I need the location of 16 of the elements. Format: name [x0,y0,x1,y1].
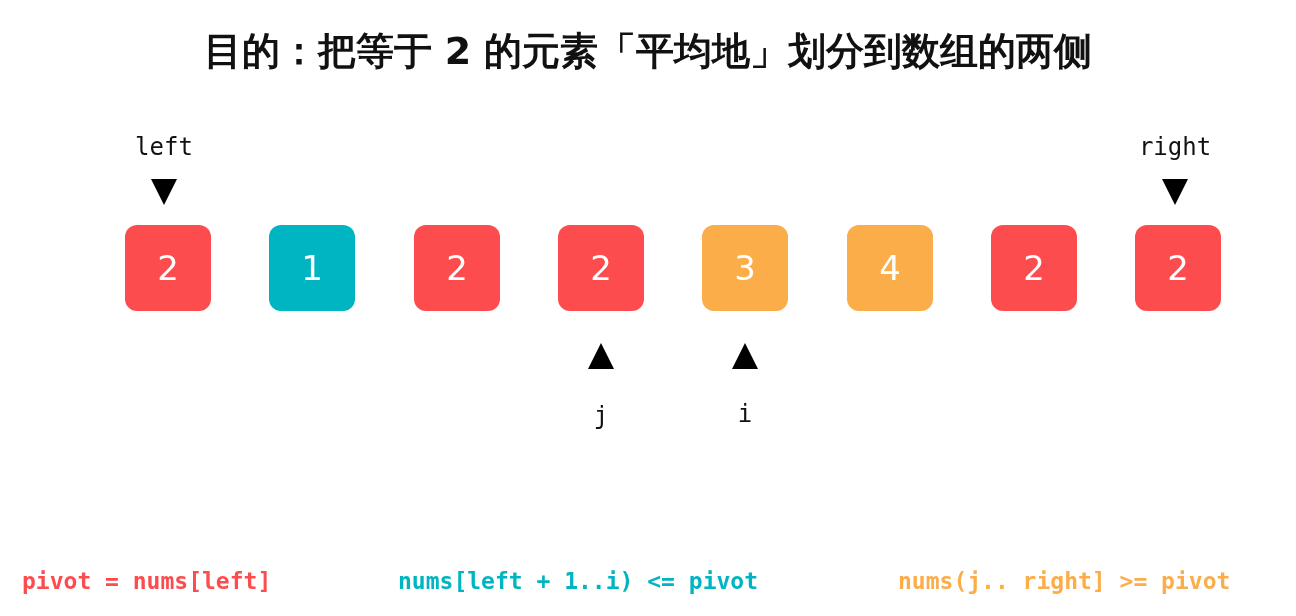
pointer-label: left [135,133,193,161]
array-cell: 2 [558,225,644,311]
pointer-label: i [737,400,753,428]
array-cell: 3 [702,225,788,311]
array-cell: 1 [269,225,355,311]
title: 目的：把等于 2 的元素「平均地」划分到数组的两侧 [202,28,1094,75]
array-cell: 2 [414,225,500,311]
array-cell: 4 [847,225,933,311]
invariant-label: nums(j.. right] >= pivot [898,567,1231,596]
array-cell: 2 [1135,225,1221,311]
array-cell: 2 [125,225,211,311]
pointer-label: right [1138,133,1212,161]
invariant-label: nums[left + 1..i) <= pivot [398,567,759,596]
array-cell: 2 [991,225,1077,311]
pointer-label: j [593,402,609,430]
invariant-label: pivot = nums[left] [22,567,272,596]
